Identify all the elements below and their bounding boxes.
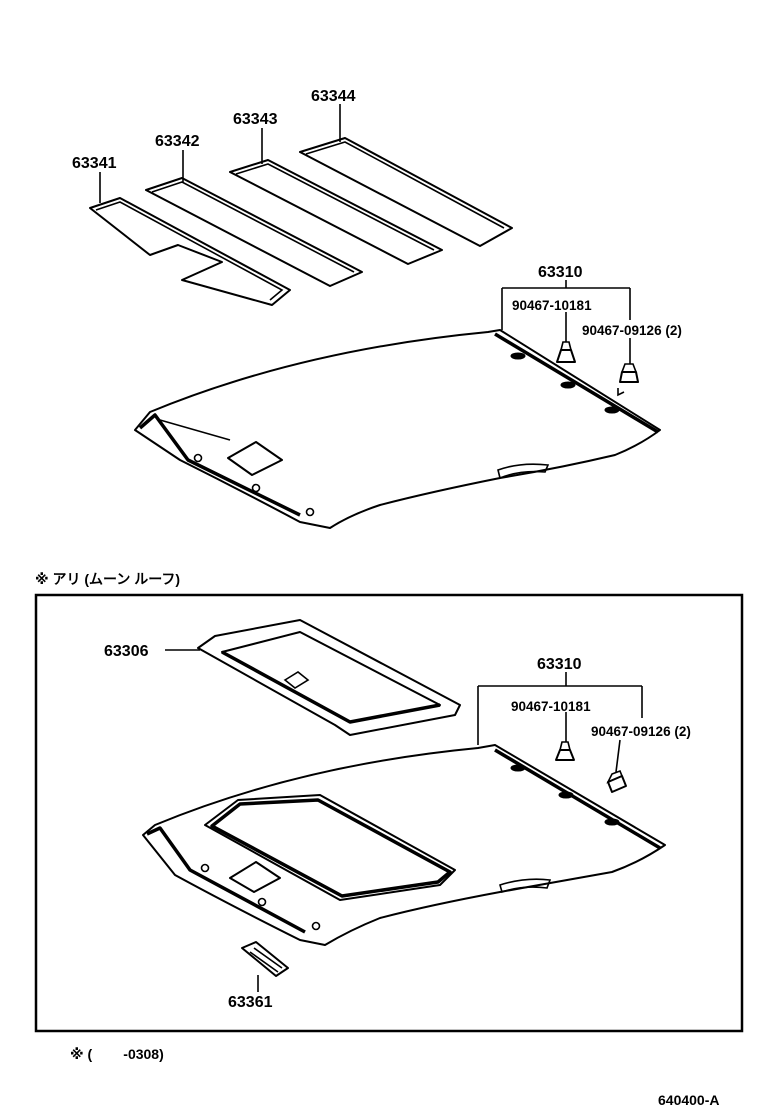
sunroof-variant-box xyxy=(34,593,744,1033)
sunroof-trim-63306 xyxy=(197,619,461,736)
insulator-pad-63342 xyxy=(145,177,363,287)
insulator-pad-63341 xyxy=(89,197,291,306)
label-handle: 63361 xyxy=(228,994,273,1011)
label-headlining-box: 63310 xyxy=(537,656,582,673)
label-sunroof-trim: 63306 xyxy=(104,643,149,660)
assist-handle-63361 xyxy=(241,941,289,977)
label-pad4: 63344 xyxy=(311,88,356,105)
clip-b-top xyxy=(617,363,639,397)
headlining-box xyxy=(142,744,666,946)
headlining-top xyxy=(134,329,661,529)
label-clip-a-top: 90467-10181 xyxy=(512,298,592,313)
sunroof-note: ※ アリ (ムーン ルーフ) xyxy=(35,571,180,587)
label-clip-a-box: 90467-10181 xyxy=(511,699,591,714)
label-clip-b-top: 90467-09126 (2) xyxy=(582,323,682,338)
date-note: ※ ( -0308) xyxy=(70,1046,164,1062)
clip-a-box xyxy=(555,741,575,761)
label-headlining-top: 63310 xyxy=(538,264,583,281)
clip-a-top xyxy=(556,341,576,363)
insulator-pad-63343 xyxy=(229,159,443,265)
label-clip-b-box: 90467-09126 (2) xyxy=(591,724,691,739)
reference-code: 640400-A xyxy=(658,1092,720,1108)
leader-line xyxy=(615,739,621,773)
insulator-pad-63344 xyxy=(299,137,513,247)
label-pad2: 63342 xyxy=(155,133,200,150)
label-pad3: 63343 xyxy=(233,111,278,128)
label-pad1: 63341 xyxy=(72,155,117,172)
clip-b-box xyxy=(606,769,627,793)
